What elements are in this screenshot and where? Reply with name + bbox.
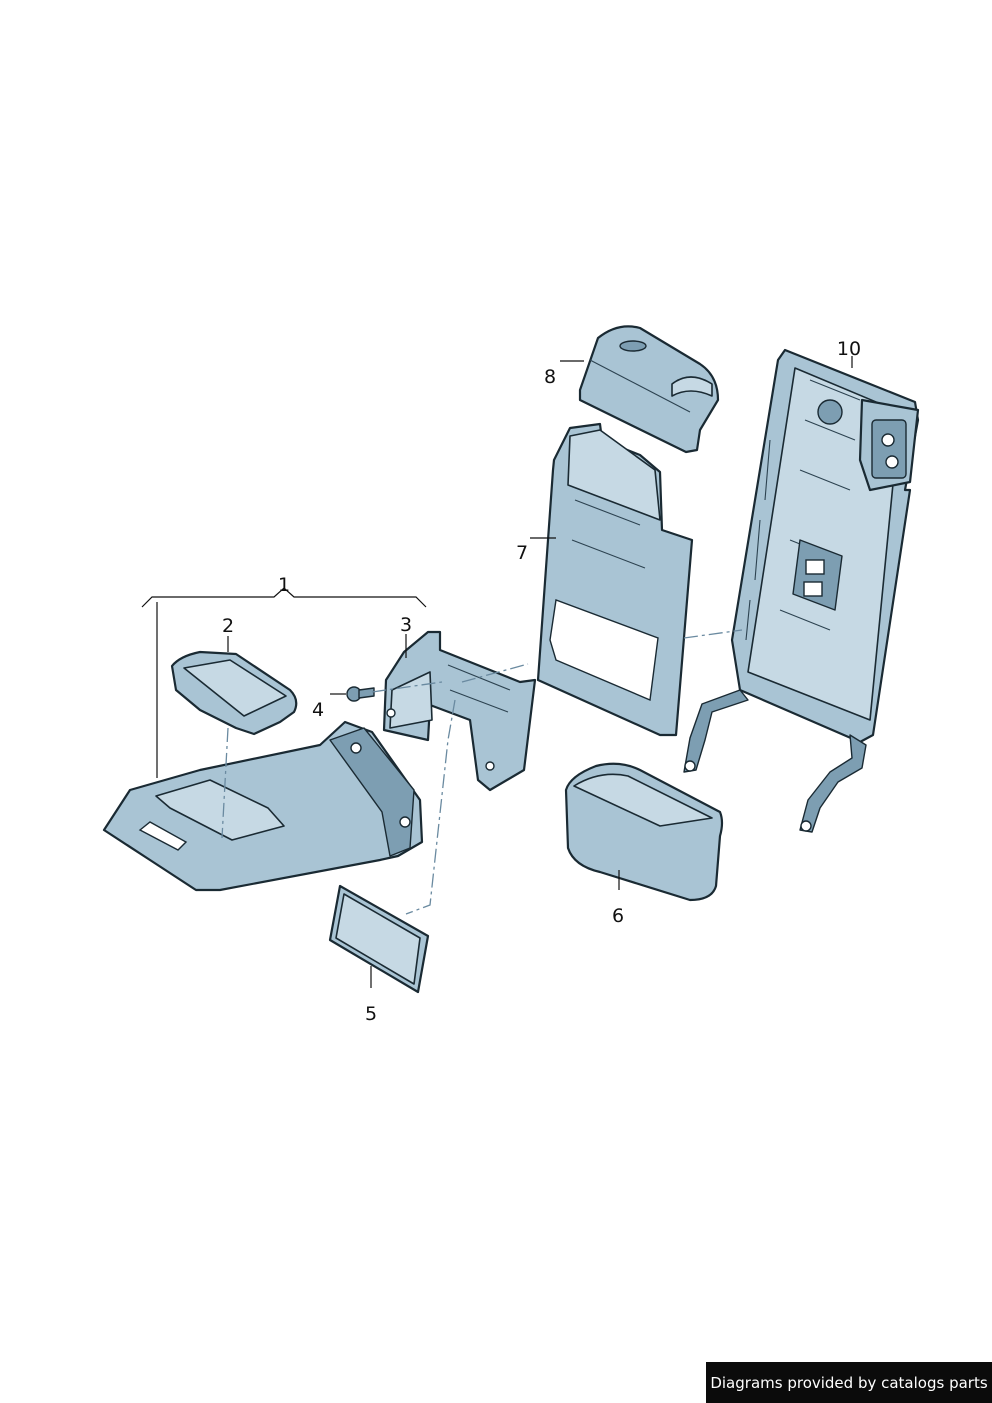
part-7-armrest-body (536, 422, 694, 737)
callout-1: 1 (278, 574, 290, 596)
callout-8: 8 (544, 366, 556, 388)
leader-lines (141, 356, 853, 988)
part-5-plate (328, 884, 430, 994)
callout-4: 4 (312, 699, 324, 721)
part-3-bracket (382, 630, 537, 792)
callout-2: 2 (222, 615, 234, 637)
part-6-cushion-pad (564, 762, 724, 902)
part-1-main-assembly (102, 720, 424, 892)
callout-labels: 1 2 3 4 5 6 7 8 10 (222, 338, 861, 1025)
callout-10: 10 (837, 338, 861, 360)
callout-5: 5 (365, 1003, 377, 1025)
part-4-screw (346, 686, 375, 702)
part-2-insert (170, 650, 298, 736)
part-8-top-cap (578, 325, 720, 454)
callout-7: 7 (516, 542, 528, 564)
part-10-backrest-frame (683, 348, 920, 833)
watermark-banner: Diagrams provided by catalogs parts (706, 1362, 992, 1403)
assembly-lines (221, 629, 743, 915)
callout-6: 6 (612, 905, 624, 927)
callout-3: 3 (400, 614, 412, 636)
watermark-text: Diagrams provided by catalogs parts (710, 1373, 988, 1392)
